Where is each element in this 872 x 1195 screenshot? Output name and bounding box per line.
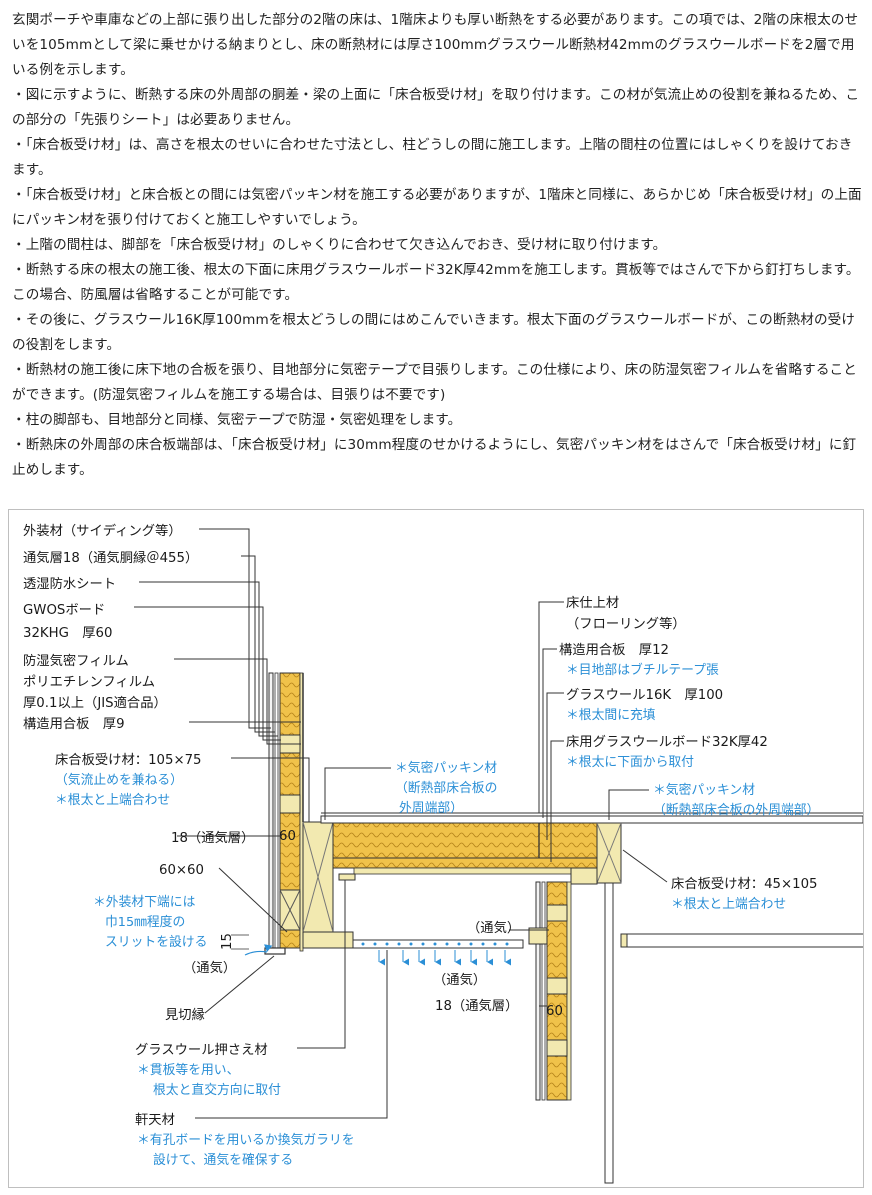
- label-receiver-left-1: 床合板受け材：105×75: [55, 752, 202, 768]
- label-receiver-left-3: ＊根太と上端合わせ: [55, 793, 170, 808]
- label-gw-holder-3: 根太と直交方向に取付: [153, 1082, 281, 1098]
- label-packing-center-2: （断熱部床合板の: [395, 781, 497, 796]
- label-packing-center-3: 外周端部）: [399, 801, 463, 816]
- label-vent-layer: 通気層18（通気胴縁＠455）: [23, 550, 198, 566]
- label-floor-finish-1: 床仕上材: [566, 595, 619, 611]
- label-soffit-1: 軒天材: [135, 1112, 175, 1128]
- num-60-right: 60: [546, 1004, 563, 1019]
- paragraph-bullet-1: ・図に示すように、断熱する床の外周部の胴差・梁の上面に「床合板受け材」を取り付け…: [12, 87, 860, 128]
- label-struct-ply12-2: ＊目地部はブチルテープ張: [566, 662, 719, 678]
- section-detail-figure: 60: [8, 509, 864, 1188]
- label-size-60x60: 60×60: [159, 863, 204, 878]
- label-gw-holder-1: グラスウール押さえ材: [135, 1042, 268, 1058]
- label-packing-right-1: ＊気密パッキン材: [653, 782, 755, 798]
- paragraph-bullet-9: ・断熱床の外周部の床合板端部は、「床合板受け材」に30mm程度のせかけるようにし…: [12, 437, 857, 478]
- paragraph-bullet-4: ・上階の間柱は、脚部を「床合板受け材」のしゃくりに合わせて欠き込んでおき、受け材…: [12, 237, 667, 253]
- label-breather-sheet: 透湿防水シート: [23, 576, 116, 592]
- label-gwos-1: GWOSボード: [23, 602, 105, 618]
- paragraph-bullet-5: ・断熱する床の根太の施工後、根太の下面に床用グラスウールボード32K厚42mmを…: [12, 262, 860, 303]
- label-vapor-3: 厚0.1以上（JIS適合品）: [23, 694, 167, 711]
- label-trim: 見切縁: [165, 1007, 205, 1023]
- glasswool-16k: [332, 822, 598, 859]
- paragraph-bullet-8: ・柱の脚部も、目地部分と同様、気密テープで防湿・気密処理をします。: [12, 412, 462, 428]
- soffit-board: [352, 939, 524, 949]
- label-slit-2: 巾15㎜程度の: [105, 914, 185, 930]
- label-vapor-2: ポリエチレンフィルム: [23, 674, 155, 690]
- left-wall: 60: [268, 672, 304, 954]
- right-lower-wall: 60: [528, 881, 572, 1101]
- floor-glasswool-board: [332, 857, 598, 869]
- label-glasswool-16k-2: ＊根太間に充填: [566, 707, 656, 723]
- num-60-left: 60: [279, 829, 296, 844]
- label-air-left: （通気）: [183, 960, 236, 976]
- label-floor-finish-2: （フローリング等）: [566, 615, 686, 632]
- label-structural-plywood: 構造用合板 厚9: [23, 716, 125, 732]
- label-glasswool-16k-1: グラスウール16K 厚100: [566, 687, 723, 703]
- leader-lines-left: [134, 528, 388, 1119]
- label-receiver-left-2: （気流止めを兼ねる）: [55, 772, 183, 788]
- label-siding: 外装材（サイディング等）: [23, 522, 182, 539]
- label-vapor-1: 防湿気密フィルム: [23, 652, 129, 669]
- label-receiver-right-1: 床合板受け材：45×105: [671, 876, 818, 892]
- paragraph-intro: 玄関ポーチや車庫などの上部に張り出した部分の2階の床は、1階床よりも厚い断熱をす…: [12, 12, 859, 78]
- floor-assembly: [320, 812, 864, 1184]
- label-receiver-right-2: ＊根太と上端合わせ: [671, 897, 786, 912]
- paragraph-bullet-2: ・「床合板受け材」は、高さを根太のせいに合わせた寸法とし、柱どうしの間に施工しま…: [12, 137, 853, 178]
- label-floor-board-1: 床用グラスウールボード32K厚42: [566, 734, 768, 750]
- paragraph-bullet-7: ・断熱材の施工後に床下地の合板を張り、目地部分に気密テープで目張りします。この仕…: [12, 362, 857, 403]
- floor-receiver-beam: [302, 821, 354, 949]
- label-air-mid: （通気）: [467, 920, 520, 936]
- label-packing-center-1: ＊気密パッキン材: [395, 760, 497, 776]
- paragraph-bullet-6: ・その後に、グラスウール16K厚100mmを根太どうしの間にはめこんでいきます。…: [12, 312, 856, 353]
- label-slit-1: ＊外装材下端には: [93, 895, 196, 910]
- label-packing-right-2: （断熱部床合板の外周端部）: [653, 803, 819, 818]
- leader-lines-right: [324, 601, 668, 1007]
- trim-detail: [231, 934, 286, 956]
- section-detail-drawing: 60: [23, 522, 864, 1184]
- label-struct-ply12-1: 構造用合板 厚12: [559, 642, 669, 658]
- soffit: [352, 939, 524, 966]
- label-soffit-2: ＊有孔ボードを用いるか換気ガラリを: [137, 1132, 355, 1148]
- label-slit-3: スリットを設ける: [105, 934, 207, 950]
- paragraph-bullet-3: ・「床合板受け材」と床合板との間には気密パッキン材を施工する必要がありますが、1…: [12, 187, 862, 228]
- label-floor-board-2: ＊根太に下面から取付: [566, 755, 694, 770]
- label-gw-holder-2: ＊貫板等を用い、: [137, 1062, 239, 1078]
- label-gwos-2: 32KHG 厚60: [23, 626, 112, 641]
- label-vent-18-right: 18（通気層）: [435, 998, 518, 1014]
- label-soffit-3: 設けて、通気を確保する: [153, 1152, 293, 1168]
- label-air-bottom: （通気）: [433, 972, 486, 988]
- article-text: 玄関ポーチや車庫などの上部に張り出した部分の2階の床は、1階床よりも厚い断熱をす…: [12, 8, 864, 483]
- label-dim-15: 15: [220, 933, 235, 950]
- label-vent-18-left: 18（通気層）: [171, 830, 254, 846]
